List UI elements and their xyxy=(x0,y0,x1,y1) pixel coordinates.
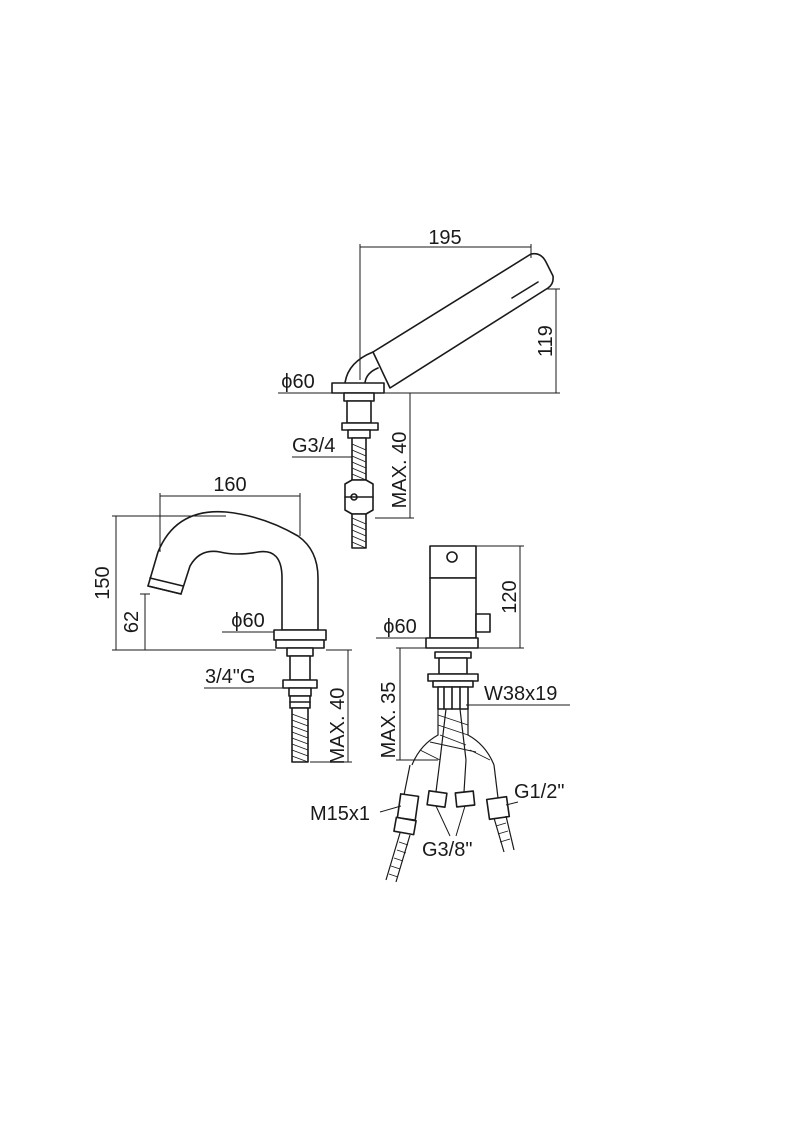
hand-shower-base xyxy=(331,382,385,394)
mixer-g38-label: G3/8" xyxy=(422,839,472,861)
spout-body xyxy=(147,510,319,631)
hand-shower-height-label: 119 xyxy=(535,325,557,357)
spout-base xyxy=(273,629,327,641)
spout-max-label: MAX. 40 xyxy=(327,688,349,765)
mixer-g12-label: G1/2" xyxy=(514,781,564,803)
mixer-body xyxy=(429,577,477,639)
spout-outlet-height-label: 62 xyxy=(121,611,143,633)
mixer-diameter-label: ϕ60 xyxy=(383,616,416,638)
hand-shower-width-label: 195 xyxy=(428,227,461,249)
bath-spout: 160 150 62 ϕ60 3/4"G MAX. 40 xyxy=(92,474,352,764)
mixer-max-label: MAX. 35 xyxy=(378,682,400,759)
spout-thread-label: 3/4"G xyxy=(205,666,255,688)
hand-shower-elbow xyxy=(344,351,379,384)
mixer-height-label: 120 xyxy=(499,580,521,613)
mixer-hose-bundle xyxy=(411,708,495,766)
mixer-valve: 120 ϕ60 W38x19 MAX. 35 M15x1 G3/8" G1/2" xyxy=(310,545,570,883)
mixer-nut-label: W38x19 xyxy=(484,683,557,705)
mixer-hose-m15 xyxy=(403,764,411,796)
hand-shower: 195 119 ϕ60 G3/4 MAX. 40 xyxy=(278,227,560,549)
spout-diameter-label: ϕ60 xyxy=(231,610,264,632)
spout-width-label: 160 xyxy=(213,474,246,496)
mixer-base xyxy=(425,637,479,649)
mixer-diverter-button xyxy=(475,613,491,633)
mixer-hose-g12 xyxy=(493,764,499,799)
hand-shower-max-label: MAX. 40 xyxy=(389,432,411,509)
hand-shower-diameter-label: ϕ60 xyxy=(281,371,314,393)
hand-shower-handle xyxy=(372,252,554,389)
mixer-m15-label: M15x1 xyxy=(310,803,370,825)
hand-shower-thread-label: G3/4 xyxy=(292,435,335,457)
spout-height-label: 150 xyxy=(92,566,114,599)
